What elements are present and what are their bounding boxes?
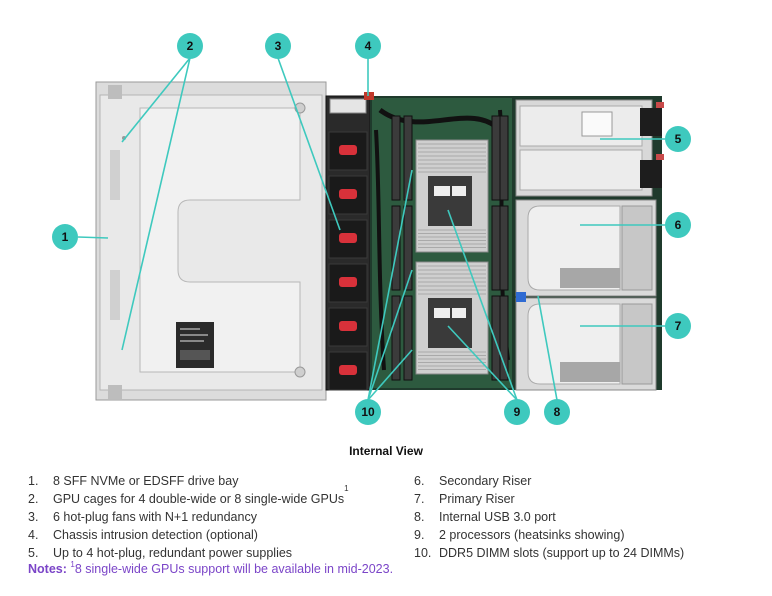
legend-text: 8 SFF NVMe or EDSFF drive bay	[53, 474, 239, 488]
legend-item: 4. Chassis intrusion detection (optional…	[28, 526, 349, 544]
legend-item: 9. 2 processors (heatsinks showing)	[414, 526, 684, 544]
fan	[328, 263, 368, 303]
legend-text: Up to 4 hot-plug, redundant power suppli…	[53, 546, 293, 560]
callout-10: 10	[355, 399, 381, 425]
legend-number: 5.	[28, 546, 39, 560]
secondary-riser	[515, 199, 657, 297]
primary-riser	[515, 297, 657, 391]
callout-label: 5	[675, 132, 682, 146]
dimm-slot	[391, 205, 401, 291]
callout-label: 3	[275, 39, 282, 53]
server-internal-view-diagram: 1 2 3 4 5 6 7 8 9 10	[52, 33, 691, 425]
callout-label: 6	[675, 218, 682, 232]
dimm-slot	[403, 205, 413, 291]
callout-1: 1	[52, 224, 78, 250]
notes-text: 8 single-wide GPUs support will be avail…	[74, 562, 394, 576]
dimm-slot	[491, 205, 501, 291]
internal-usb-port	[516, 292, 526, 302]
dimm-slot	[499, 115, 509, 201]
legend-text: GPU cages for 4 double-wide or 8 single-…	[53, 492, 345, 506]
legend-number: 3.	[28, 510, 39, 524]
leader-lines	[77, 57, 665, 401]
legend-number: 9.	[414, 528, 425, 542]
notes-label: Notes:	[28, 562, 67, 576]
legend-item: 1. 8 SFF NVMe or EDSFF drive bay	[28, 472, 349, 490]
legend-item: 3. 6 hot-plug fans with N+1 redundancy	[28, 508, 349, 526]
callout-label: 8	[554, 405, 561, 419]
dimm-slot	[499, 295, 509, 381]
legend-item: 2. GPU cages for 4 double-wide or 8 sing…	[28, 484, 349, 508]
dimm-slot	[499, 205, 509, 291]
fan	[328, 307, 368, 347]
dimm-slot	[403, 115, 413, 201]
callout-7: 7	[665, 313, 691, 339]
legend-item: 5. Up to 4 hot-plug, redundant power sup…	[28, 544, 349, 562]
legend-text: 2 processors (heatsinks showing)	[439, 528, 625, 542]
callout-label: 2	[187, 39, 194, 53]
legend-item: 8. Internal USB 3.0 port	[414, 508, 684, 526]
legend-number: 8.	[414, 510, 425, 524]
legend-number: 7.	[414, 492, 425, 506]
legend-number: 2.	[28, 492, 39, 506]
callout-label: 1	[62, 230, 69, 244]
callout-5: 5	[665, 126, 691, 152]
legend-text: Chassis intrusion detection (optional)	[53, 528, 258, 542]
legend-text: Internal USB 3.0 port	[439, 510, 556, 524]
legend-text: DDR5 DIMM slots (support up to 24 DIMMs)	[439, 546, 685, 560]
product-label	[176, 322, 214, 368]
legend-number: 1.	[28, 474, 39, 488]
figure-caption: Internal View	[349, 444, 423, 458]
chassis-intrusion-switch	[364, 92, 374, 100]
legend-left-column: 1. 8 SFF NVMe or EDSFF drive bay 2. GPU …	[28, 472, 349, 562]
legend-number: 6.	[414, 474, 425, 488]
callout-label: 9	[514, 405, 521, 419]
legend-item: 7. Primary Riser	[414, 490, 684, 508]
legend-text: 6 hot-plug fans with N+1 redundancy	[53, 510, 257, 524]
callout-2: 2	[177, 33, 203, 59]
notes: Notes: 18 single-wide GPUs support will …	[28, 559, 394, 576]
callout-6: 6	[665, 212, 691, 238]
dimm-slot	[491, 115, 501, 201]
fan	[328, 131, 368, 171]
callout-label: 10	[361, 405, 375, 419]
callout-label: 7	[675, 319, 682, 333]
callout-8: 8	[544, 399, 570, 425]
legend-right-column: 6. Secondary Riser 7. Primary Riser 8. I…	[414, 472, 684, 562]
dimm-slots	[391, 115, 509, 381]
legend-text: Primary Riser	[439, 492, 515, 506]
dimm-slot	[403, 295, 413, 381]
legend-item: 6. Secondary Riser	[414, 472, 684, 490]
legend-text: Secondary Riser	[439, 474, 532, 488]
fan	[328, 175, 368, 215]
callout-3: 3	[265, 33, 291, 59]
power-supply-bay	[515, 99, 664, 197]
gpu-cage-panel	[95, 81, 327, 401]
footnote-marker: 1	[344, 484, 349, 493]
legend-number: 10.	[414, 546, 432, 560]
fan	[328, 351, 368, 391]
fan	[328, 219, 368, 259]
dimm-slot	[391, 115, 401, 201]
callout-label: 4	[365, 39, 372, 53]
callout-4: 4	[355, 33, 381, 59]
legend-number: 4.	[28, 528, 39, 542]
dimm-slot	[491, 295, 501, 381]
dimm-slot	[391, 295, 401, 381]
processor-1-heatsink	[415, 139, 489, 253]
footnote-marker: 1	[70, 559, 75, 569]
callout-9: 9	[504, 399, 530, 425]
legend-item: 10. DDR5 DIMM slots (support up to 24 DI…	[414, 544, 684, 562]
